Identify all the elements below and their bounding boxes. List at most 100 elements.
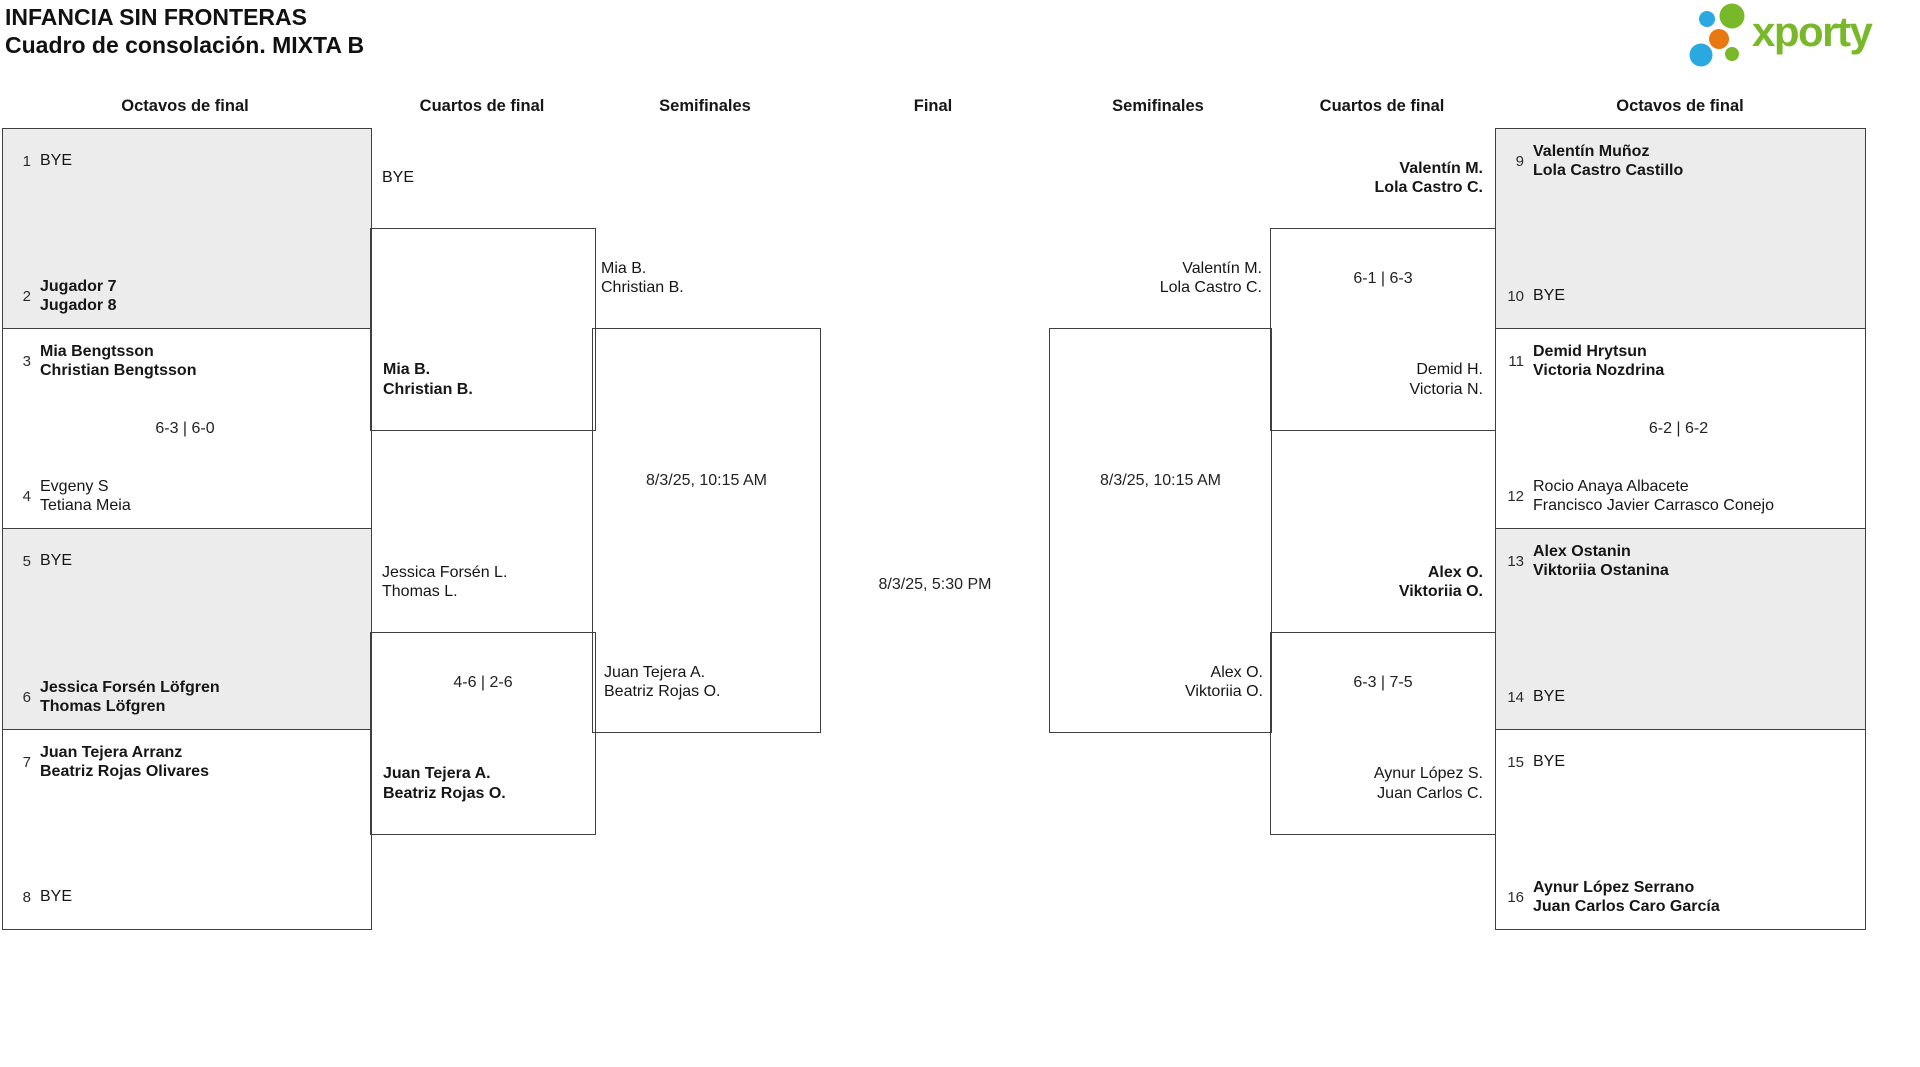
participant-seed-4: 4 Evgeny S Tetiana Meia [7, 476, 363, 516]
participant-names: Alex O. Viktoriia O. [1185, 663, 1263, 701]
seed-number: 1 [22, 152, 31, 170]
participant-names: Jessica Forsén L. Thomas L. [382, 563, 508, 601]
logo-dot-small-green [1725, 47, 1739, 61]
draw-name: Cuadro de consolación. MIXTA B [5, 32, 365, 58]
participant-seed-15: 15 BYE [1500, 742, 1857, 782]
participant-names: BYE [382, 169, 415, 187]
cuartos-right-match2-participant-a: Alex O. Viktoriia O. [1399, 562, 1483, 602]
seed-number: 16 [1507, 888, 1524, 906]
seed-number: 4 [22, 487, 31, 505]
cuartos-left-match2-participant-b: Juan Tejera A. Beatriz Rojas O. [371, 734, 595, 835]
semifinal-right-participant-a: Valentín M. Lola Castro C. [1160, 258, 1262, 298]
semifinal-left-datetime: 8/3/25, 10:15 AM [646, 472, 767, 489]
participant-names: BYE [1533, 688, 1566, 706]
seed-number: 2 [22, 287, 31, 305]
participant-names: Mia Bengtsson Christian Bengtsson [40, 342, 197, 380]
match-score: 6-2 | 6-2 [1648, 419, 1709, 437]
seed-number: 5 [22, 552, 31, 570]
seed-number: 8 [22, 888, 31, 906]
cuartos-right-match2-participant-b: Aynur López S. Juan Carlos C. [1271, 734, 1495, 835]
cuartos-left-match1-box: Mia B. Christian B. [370, 228, 596, 431]
participant-seed-16: 16 Aynur López Serrano Juan Carlos Caro … [1500, 877, 1857, 917]
round-header-final: Final [913, 97, 953, 115]
participant-names: Mia B. Christian B. [383, 361, 473, 398]
participant-seed-1: 1 BYE [7, 141, 363, 181]
page-title: INFANCIA SIN FRONTERAS Cuadro de consola… [5, 3, 364, 59]
cuartos-right-match1-participant-a: Valentín M. Lola Castro C. [1375, 158, 1483, 198]
seed-number: 6 [22, 688, 31, 706]
octavos-left-match1-box: 1 BYE 2 Jugador 7 Jugador 8 [2, 128, 372, 329]
participant-names: Valentín M. Lola Castro C. [1159, 259, 1262, 297]
round-header-semis-left: Semifinales [659, 97, 751, 115]
participant-names: BYE [1533, 753, 1566, 771]
octavos-right-match2-box: 11 Demid Hrytsun Victoria Nozdrina 6-2 |… [1495, 328, 1866, 529]
tournament-name: INFANCIA SIN FRONTERAS [5, 4, 307, 30]
participant-seed-14: 14 BYE [1500, 677, 1857, 717]
seed-number: 14 [1507, 688, 1524, 706]
octavos-right-match1-box: 9 Valentín Muñoz Lola Castro Castillo 10… [1495, 128, 1866, 329]
participant-names: BYE [40, 888, 73, 906]
octavos-right-match4-box: 15 BYE 16 Aynur López Serrano Juan Carlo… [1495, 729, 1866, 930]
participant-seed-9: 9 Valentín Muñoz Lola Castro Castillo [1500, 141, 1857, 181]
round-header-semis-right: Semifinales [1112, 97, 1204, 115]
cuartos-right-match1-box: 6-1 | 6-3 Demid H. Victoria N. [1270, 228, 1496, 431]
semifinal-right-datetime: 8/3/25, 10:15 AM [1100, 472, 1221, 489]
semifinal-left-box: 8/3/25, 10:15 AM Juan Tejera A. Beatriz … [592, 328, 821, 733]
participant-names: Rocio Anaya Albacete Francisco Javier Ca… [1533, 477, 1774, 515]
seed-number: 11 [1508, 352, 1524, 370]
round-header-octavos-right: Octavos de final [1616, 97, 1744, 115]
seed-number: 15 [1507, 753, 1524, 771]
participant-seed-5: 5 BYE [7, 541, 363, 581]
participant-names: Demid Hrytsun Victoria Nozdrina [1533, 342, 1665, 380]
participant-names: Alex O. Viktoriia O. [1398, 563, 1483, 601]
match-score: 6-3 | 7-5 [1353, 674, 1413, 692]
cuartos-left-match2-participant-a: Jessica Forsén L. Thomas L. [382, 562, 507, 602]
cuartos-left-match2-box: 4-6 | 2-6 Juan Tejera A. Beatriz Rojas O… [370, 632, 596, 835]
logo-dot-big-green [1719, 3, 1745, 29]
participant-seed-12: 12 Rocio Anaya Albacete Francisco Javier… [1500, 476, 1857, 516]
participant-names: Mia B. Christian B. [601, 259, 684, 297]
logo-dot-orange [1709, 29, 1729, 49]
octavos-left-match3-box: 5 BYE 6 Jessica Forsén Löfgren Thomas Lö… [2, 528, 372, 730]
octavos-left-match2-box: 3 Mia Bengtsson Christian Bengtsson 6-3 … [2, 328, 372, 529]
participant-names: Juan Tejera A. Beatriz Rojas O. [604, 663, 721, 701]
match-score: 4-6 | 2-6 [453, 674, 513, 692]
xporty-logo[interactable]: xporty [1680, 2, 1920, 80]
participant-names: BYE [1533, 287, 1566, 305]
cuartos-left-match1-participant-b: Mia B. Christian B. [371, 330, 595, 431]
cuartos-right-match1-participant-b: Demid H. Victoria N. [1271, 330, 1495, 431]
octavos-right-match3-box: 13 Alex Ostanin Viktoriia Ostanina 14 BY… [1495, 528, 1866, 730]
match-score: 6-1 | 6-3 [1353, 270, 1413, 288]
xporty-logo-dots-icon [1689, 3, 1745, 67]
match-score-area: 4-6 | 2-6 [371, 633, 595, 734]
match-score-area [371, 229, 595, 330]
participant-seed-6: 6 Jessica Forsén Löfgren Thomas Löfgren [7, 677, 363, 717]
match-score-area: 6-3 | 7-5 [1271, 633, 1495, 734]
logo-dot-big-blue [1689, 43, 1713, 67]
round-header-cuartos-left: Cuartos de final [419, 97, 545, 115]
seed-number: 10 [1507, 287, 1524, 305]
seed-number: 9 [1515, 152, 1524, 170]
participant-names: Valentín Muñoz Lola Castro Castillo [1533, 142, 1684, 180]
participant-seed-10: 10 BYE [1500, 276, 1857, 316]
seed-number: 3 [22, 352, 31, 370]
logo-dot-small-blue [1699, 11, 1715, 27]
participant-names: BYE [40, 152, 73, 170]
cuartos-left-match1-participant-a: BYE [382, 158, 414, 198]
semifinal-right-box: 8/3/25, 10:15 AM Alex O. Viktoriia O. [1049, 328, 1272, 733]
seed-number: 12 [1507, 487, 1524, 505]
octavos-left-match4-box: 7 Juan Tejera Arranz Beatriz Rojas Oliva… [2, 729, 372, 930]
participant-seed-8: 8 BYE [7, 877, 363, 917]
participant-seed-11: 11 Demid Hrytsun Victoria Nozdrina [1500, 341, 1857, 381]
match-score-area: 6-1 | 6-3 [1271, 229, 1495, 330]
match-score: 6-3 | 6-0 [155, 419, 215, 437]
participant-names: Juan Tejera A. Beatriz Rojas O. [383, 765, 506, 802]
xporty-logo-text: xporty [1752, 8, 1873, 55]
participant-names: Demid H. Victoria N. [1409, 361, 1483, 398]
participant-seed-2: 2 Jugador 7 Jugador 8 [7, 276, 363, 316]
participant-seed-7: 7 Juan Tejera Arranz Beatriz Rojas Oliva… [7, 742, 363, 782]
final-datetime: 8/3/25, 5:30 PM [878, 576, 992, 593]
participant-seed-13: 13 Alex Ostanin Viktoriia Ostanina [1500, 541, 1857, 581]
round-header-octavos-left: Octavos de final [121, 97, 249, 115]
